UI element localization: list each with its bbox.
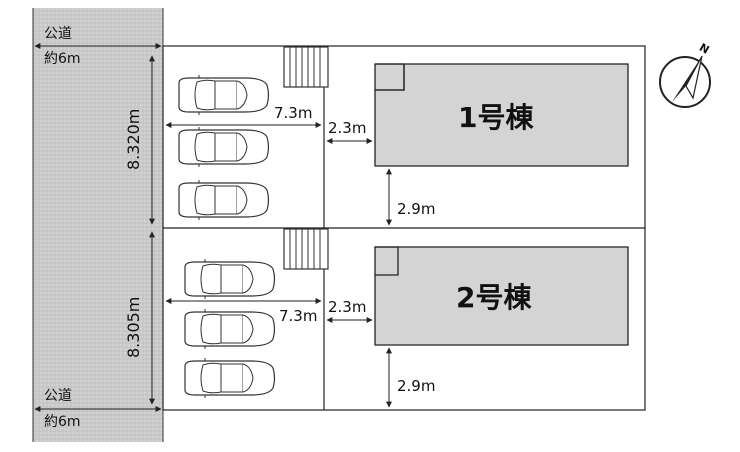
lot2-depth: 8.305m [124, 297, 143, 358]
building-2-label: 2号棟 [456, 281, 532, 314]
stairs-lot2 [283, 228, 329, 270]
lot1-depth: 8.320m [124, 109, 143, 170]
building-1-label: 1号棟 [458, 101, 534, 134]
lot2-parking-depth: 7.3m [279, 307, 317, 325]
public-road [33, 8, 163, 442]
parking-car [178, 179, 270, 221]
north-label: N [697, 41, 711, 57]
parking-car [178, 74, 270, 116]
lot1-side-setback: 2.3m [328, 119, 366, 137]
parking-car [184, 258, 276, 300]
road-label-bottom: 公道 [44, 388, 72, 404]
lot1-parking-depth: 7.3m [274, 104, 312, 122]
parking-car [184, 357, 276, 399]
parking-car [184, 308, 276, 350]
parking-car [178, 126, 270, 168]
north-arrow-icon: N [659, 41, 712, 108]
building-2 [374, 246, 629, 346]
road-label-top: 公道 [44, 26, 72, 42]
road-width-top: 約6m [44, 51, 81, 67]
lot2-side-setback: 2.3m [328, 298, 366, 316]
lot2-south-setback: 2.9m [397, 377, 435, 395]
lot1-south-setback: 2.9m [397, 200, 435, 218]
stairs-lot1 [283, 46, 329, 88]
road-width-bottom: 約6m [44, 414, 81, 430]
